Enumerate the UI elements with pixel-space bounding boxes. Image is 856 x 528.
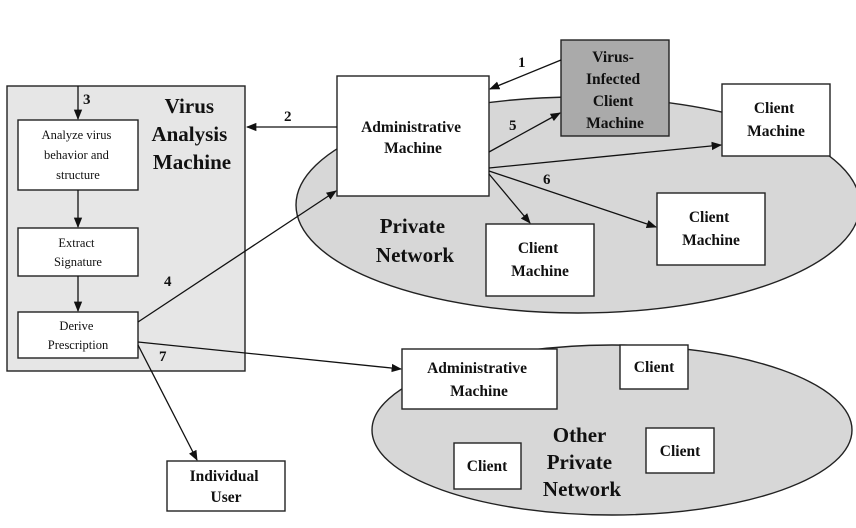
- edge-label-3: 3: [83, 92, 91, 108]
- client-machine-bottom-label: Client Machine: [511, 240, 569, 280]
- edge-4: [137, 190, 337, 323]
- edge-6-top-right: [488, 141, 723, 169]
- client-machine-top-right: [721, 83, 831, 157]
- edge-label-2: 2: [284, 109, 292, 125]
- edge-label-6: 6: [543, 172, 551, 188]
- other-client-left: [453, 442, 522, 490]
- individual-user-box: [166, 460, 286, 512]
- edge-label-7: 7: [159, 349, 167, 365]
- edge-6-bottom: [488, 173, 531, 224]
- edge-6-mid-right: [488, 170, 657, 228]
- client-machine-mid-right: [656, 192, 766, 266]
- admin-machine-box: [336, 75, 490, 197]
- edge-7-other-admin: [137, 341, 403, 373]
- extract-step-box: [17, 227, 139, 277]
- admin-machine-label: Administrative Machine: [361, 119, 465, 157]
- other-client-right-label: Client: [660, 443, 701, 460]
- client-machine-top-right-label: Client Machine: [747, 100, 805, 140]
- individual-user-label: Individual User: [190, 468, 263, 506]
- client-machine-mid-right-label: Client Machine: [682, 209, 740, 249]
- other-network-label: Other Private Network: [543, 423, 621, 501]
- infected-client-label: Virus- Infected Client Machine: [586, 49, 644, 132]
- edge-1: [489, 59, 562, 90]
- other-admin-machine-box: [401, 348, 558, 410]
- other-client-top-label: Client: [634, 359, 675, 376]
- edge-label-4: 4: [164, 274, 172, 290]
- edge-7-user: [137, 344, 198, 461]
- analyze-step-label: Analyze virus behavior and structure: [42, 128, 115, 182]
- other-client-left-label: Client: [467, 458, 508, 475]
- infected-client-box: [560, 39, 670, 137]
- derive-step-box: [17, 311, 139, 359]
- edge-label-1: 1: [518, 55, 526, 71]
- private-network-label: Private Network: [376, 214, 454, 267]
- edge-label-5: 5: [509, 118, 517, 134]
- client-machine-bottom: [485, 223, 595, 297]
- derive-step-label: Derive Prescription: [48, 319, 109, 352]
- other-client-top: [619, 344, 689, 390]
- other-admin-machine-label: Administrative Machine: [427, 360, 531, 400]
- other-client-right: [645, 427, 715, 474]
- extract-step-label: Extract Signature: [54, 236, 102, 269]
- edge-5: [488, 112, 561, 153]
- panel-title: Virus Analysis Machine: [151, 94, 232, 174]
